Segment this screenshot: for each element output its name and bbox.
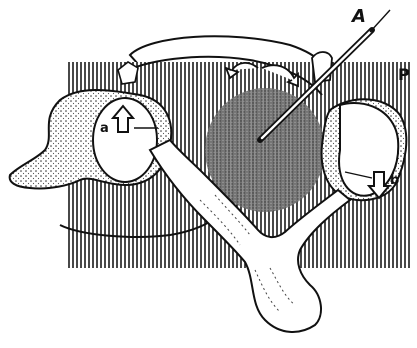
needle-tip-line (370, 10, 390, 32)
label-marker-a: a (100, 121, 109, 136)
label-needle-a: A (350, 6, 366, 27)
label-marker-b: b (390, 173, 399, 188)
label-plane-p: P (398, 65, 410, 84)
